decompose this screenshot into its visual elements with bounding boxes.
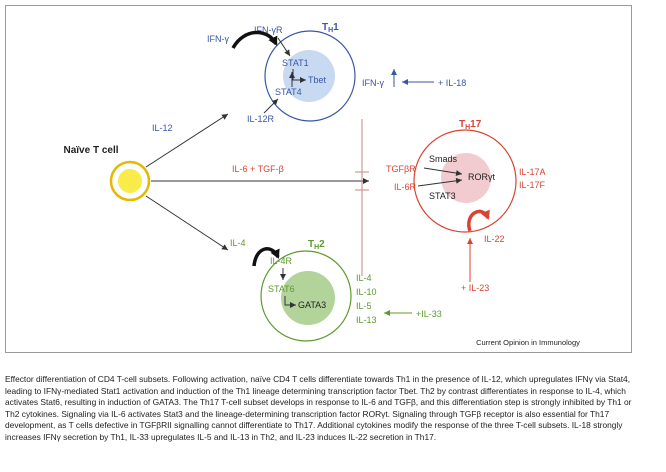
th17-title: TH17 (459, 119, 482, 131)
th1-autocrine-arrow (231, 30, 278, 49)
th2-il4r-label: IL-4R (270, 256, 293, 266)
th2-out-il10-label: IL-10 (356, 287, 377, 297)
th17-il17a-label: IL-17A (519, 167, 546, 177)
th17-nucleus (441, 153, 491, 203)
arrow-naive-to-th1 (145, 113, 229, 168)
th17-il6r-label: IL-6R (394, 182, 417, 192)
arrow-stat3-to-rorgt (417, 177, 463, 187)
th17-smads-label: Smads (429, 154, 458, 164)
th17-il6-tgfb-label: IL-6 + TGF-β (232, 164, 284, 174)
th1-ifng-label: IFN-γ (207, 34, 229, 44)
th17-il17f-label: IL-17F (519, 180, 546, 190)
th2-out-il13-label: IL-13 (356, 315, 377, 325)
th17-autocrine-arrow (467, 209, 490, 232)
naive-t-cell-label: Naïve T cell (63, 145, 118, 156)
arrow-il12r-to-stat4 (263, 98, 279, 114)
th2-il33-label: +IL-33 (416, 309, 442, 319)
th1-il18-label: + IL-18 (438, 78, 466, 88)
th1-tbet-label: Tbet (308, 75, 327, 85)
arrow-smads-to-rorgt (423, 167, 463, 177)
th2-gata3-label: GATA3 (298, 300, 326, 310)
diagram-canvas: Naïve T cell TH1 IFN-γ IFN-γR STAT1 Tbet… (63, 22, 580, 347)
th17-tgfbr-label: TGFβR (386, 164, 416, 174)
diagram-frame: Naïve T cell TH1 IFN-γ IFN-γR STAT1 Tbet… (5, 5, 632, 353)
th1-nucleus (283, 50, 335, 102)
th1-title: TH1 (322, 22, 339, 34)
th2-out-il5-label: IL-5 (356, 301, 372, 311)
th17-il22-label: IL-22 (484, 234, 505, 244)
th17-il23-label: + IL-23 (461, 283, 489, 293)
credit-label: Current Opinion in Immunology (476, 338, 580, 347)
figure-caption: Effector differentiation of CD4 T-cell s… (5, 374, 632, 442)
th1-stat1-label: STAT1 (282, 58, 309, 68)
th1-out-ifng-label: IFN-γ (362, 78, 384, 88)
th2-il4-label: IL-4 (230, 238, 246, 248)
arrow-ifngr-to-stat1 (277, 37, 291, 57)
th17-stat3-label: STAT3 (429, 191, 456, 201)
th1-il12-label: IL-12 (152, 123, 173, 133)
th2-nucleus (281, 271, 335, 325)
th2-autocrine-arrow (252, 247, 280, 267)
th1-ifngr-label: IFN-γR (254, 25, 283, 35)
arrow-stat6-to-gata3 (284, 296, 296, 308)
th1-il12r-label: IL-12R (247, 114, 275, 124)
th2-out-il4-label: IL-4 (356, 273, 372, 283)
th2-stat6-label: STAT6 (268, 284, 295, 294)
naive-t-cell-nucleus (118, 169, 142, 193)
arrow-naive-to-th2 (145, 195, 229, 251)
th2-title: TH2 (308, 239, 325, 251)
th1-stat4-label: STAT4 (275, 87, 302, 97)
th17-rorgt-label: RORγt (468, 172, 495, 182)
